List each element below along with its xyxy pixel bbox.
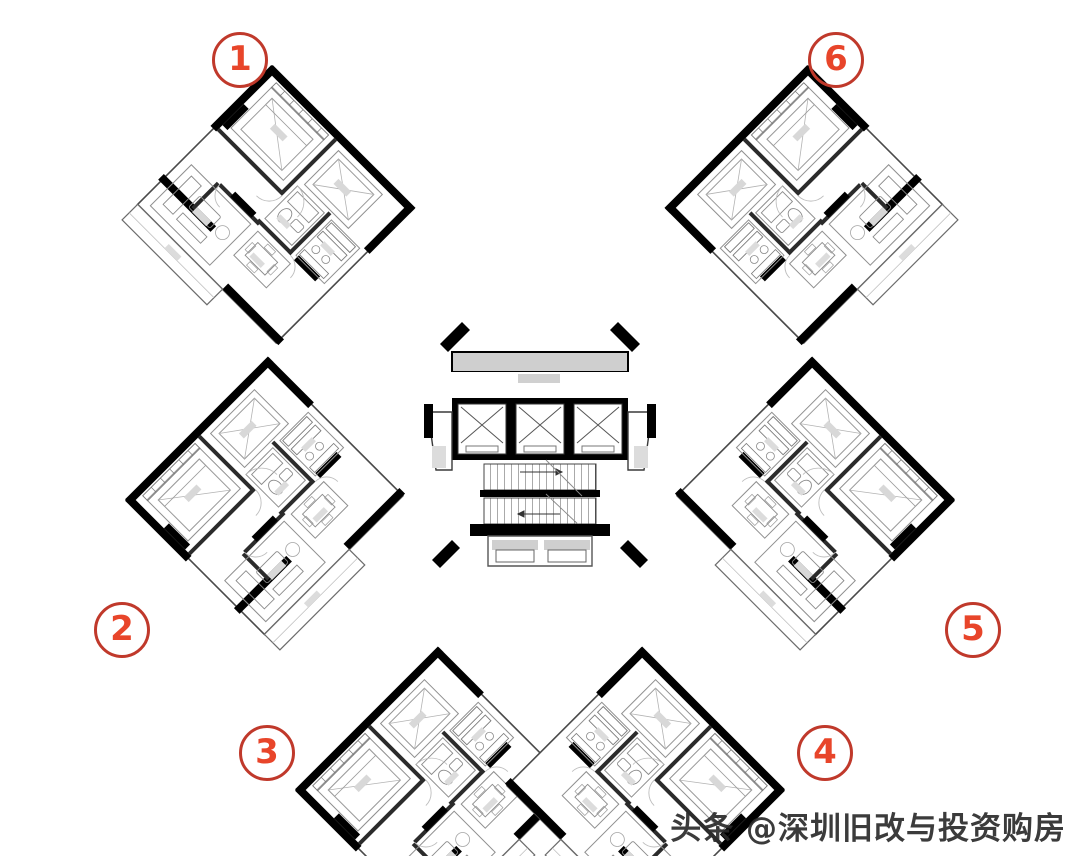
- watermark: 头条 @深圳旧改与投资购房: [670, 811, 1066, 847]
- central-core: [424, 322, 656, 568]
- unit-2-plan: [123, 355, 422, 654]
- unit-marker-6[interactable]: 6: [808, 32, 864, 88]
- unit-marker-1[interactable]: 1: [212, 32, 268, 88]
- unit-6-plan: [663, 63, 962, 362]
- unit-marker-6-label: 6: [824, 39, 848, 79]
- unit-marker-2-label: 2: [110, 609, 134, 649]
- unit-marker-5-label: 5: [961, 609, 985, 649]
- vestibule-right-label: [634, 446, 648, 468]
- unit-marker-5[interactable]: 5: [945, 602, 1001, 658]
- unit-marker-1-label: 1: [228, 39, 252, 79]
- unit-marker-3-label: 3: [255, 732, 279, 772]
- unit-1-plan: [118, 63, 417, 362]
- corridor-label: [518, 374, 560, 383]
- unit-marker-4-label: 4: [813, 732, 837, 772]
- unit-5-plan: [658, 355, 957, 654]
- unit-marker-4[interactable]: 4: [797, 725, 853, 781]
- vestibule-left-label: [432, 446, 446, 468]
- unit-marker-3[interactable]: 3: [239, 725, 295, 781]
- unit-marker-2[interactable]: 2: [94, 602, 150, 658]
